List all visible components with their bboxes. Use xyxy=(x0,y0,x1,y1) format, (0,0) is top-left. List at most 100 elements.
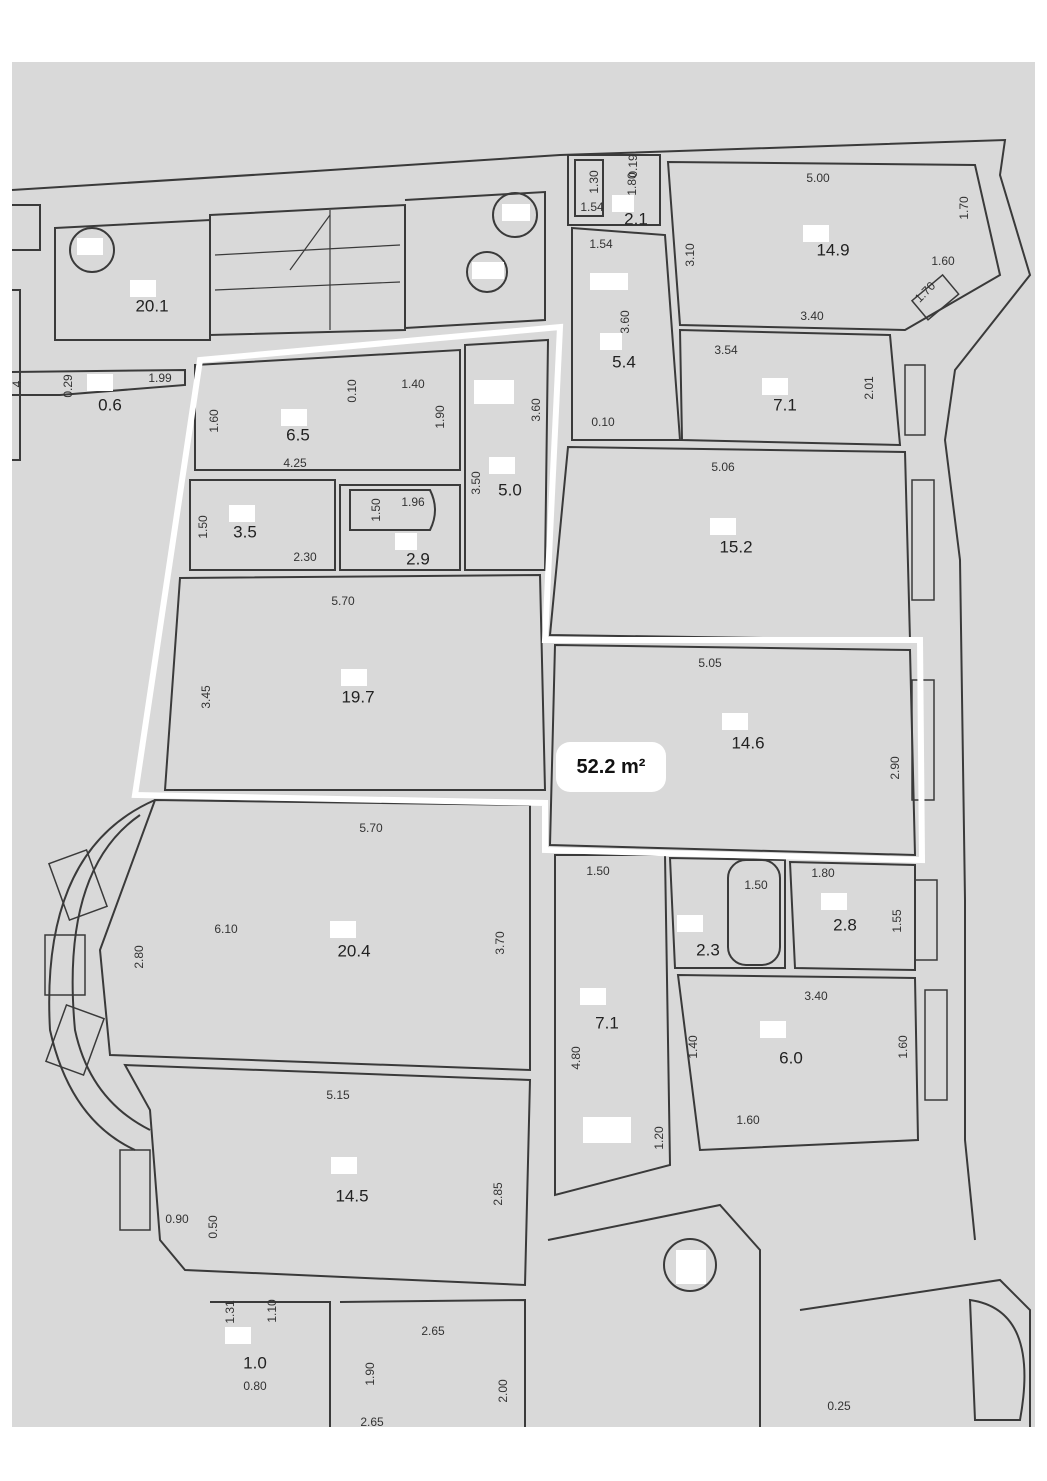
wall-room-14-6 xyxy=(548,643,917,857)
room-area-label: 0.6 xyxy=(98,395,122,415)
redaction-box xyxy=(130,280,156,297)
room-area-label: 7.1 xyxy=(595,1013,619,1033)
column-circle-4 xyxy=(663,1238,717,1292)
room-area-label: 20.1 xyxy=(135,296,169,316)
redaction-box xyxy=(590,273,628,290)
redaction-box xyxy=(87,374,113,391)
wall-bottom-right xyxy=(799,1278,1031,1427)
bathtub-2-3 xyxy=(727,859,781,966)
wall-room-5-0 xyxy=(464,338,550,571)
dimension-label: 5.06 xyxy=(711,460,735,474)
dimension-label: 3.60 xyxy=(529,398,543,422)
wall-room-5-4 xyxy=(571,226,682,441)
room-area-label: 19.7 xyxy=(341,687,375,707)
room-area-label: 14.5 xyxy=(335,1186,369,1206)
dimension-label: 1.70 xyxy=(957,196,971,220)
wall-room-14-9 xyxy=(666,160,1002,332)
dimension-label: 2.80 xyxy=(132,945,146,969)
dimension-label: 3.40 xyxy=(804,989,828,1003)
wall-room-14-5 xyxy=(123,1063,532,1287)
dimension-label: 2.85 xyxy=(491,1182,505,1206)
dimension-label: 1.60 xyxy=(736,1113,760,1127)
wall-room-7-1-top xyxy=(678,328,902,447)
dimension-label: 1.96 xyxy=(401,495,425,509)
dimension-label: 1.99 xyxy=(148,371,172,385)
column-circle-3 xyxy=(466,251,508,293)
room-area-label: 5.4 xyxy=(612,352,636,372)
dimension-label: 1.54 xyxy=(580,200,604,214)
redaction-box xyxy=(710,518,736,535)
room-area-label: 6.5 xyxy=(286,425,310,445)
wall-bay-arc-inner xyxy=(71,814,151,1131)
redaction-box xyxy=(474,380,514,404)
dimension-label: 0.10 xyxy=(345,379,359,403)
redaction-box xyxy=(803,225,829,242)
redaction-box xyxy=(229,505,255,522)
redaction-box xyxy=(760,1021,786,1038)
dimension-label: 1.90 xyxy=(433,405,447,429)
dimension-label: 1.30 xyxy=(587,170,601,194)
redaction-box xyxy=(676,1250,706,1284)
dimension-label: 0.90 xyxy=(165,1212,189,1226)
dimension-label: 1.10 xyxy=(265,1299,279,1323)
plan-paper xyxy=(12,62,1035,1427)
dimension-label: 1.60 xyxy=(931,254,955,268)
dimension-label: 6.10 xyxy=(214,922,238,936)
redaction-box xyxy=(762,378,788,395)
room-area-label: 2.8 xyxy=(833,915,857,935)
dimension-label: 1.80 xyxy=(625,172,639,196)
dimension-label: 5.15 xyxy=(326,1088,350,1102)
dimension-label: 1.55 xyxy=(890,909,904,933)
room-area-label: 3.5 xyxy=(233,522,257,542)
dimension-label: 1.40 xyxy=(401,377,425,391)
dimension-label: 5.70 xyxy=(359,821,383,835)
dimension-label: 0.10 xyxy=(591,415,615,429)
stair-treads xyxy=(214,210,401,330)
total-area-badge: 52.2 m² xyxy=(556,742,666,792)
window-marks xyxy=(44,273,960,1231)
dimension-label: 3.10 xyxy=(683,243,697,267)
wall-room-20-1 xyxy=(54,218,211,341)
dimension-label: 1.60 xyxy=(896,1035,910,1059)
outer-wall-top xyxy=(11,138,1032,1241)
room-area-label: 7.1 xyxy=(773,395,797,415)
dimension-label: 2.65 xyxy=(360,1415,384,1429)
dimension-label: 2.90 xyxy=(888,756,902,780)
redaction-box xyxy=(331,1157,357,1174)
redaction-box xyxy=(580,988,606,1005)
redaction-box xyxy=(281,409,307,426)
dimension-label: 5.70 xyxy=(331,594,355,608)
room-area-label: 5.0 xyxy=(498,480,522,500)
dimension-label: 3.50 xyxy=(469,471,483,495)
wall-left-annex xyxy=(12,289,21,461)
dimension-label: 1.20 xyxy=(652,1126,666,1150)
bathtub-2-9 xyxy=(349,489,436,531)
dimension-label: 2.00 xyxy=(496,1379,510,1403)
dimension-label: 2.01 xyxy=(862,376,876,400)
dimension-label: 4.25 xyxy=(283,456,307,470)
redaction-box xyxy=(583,1117,631,1143)
room-area-label: 14.9 xyxy=(816,240,850,260)
redaction-box xyxy=(600,333,622,350)
dimension-label: 3.45 xyxy=(199,685,213,709)
wall-room-6-5 xyxy=(194,348,461,471)
wall-bottom-room xyxy=(339,1298,526,1427)
dimension-label: 1.54 xyxy=(589,237,613,251)
redaction-box xyxy=(472,262,504,279)
dimension-label: 5.05 xyxy=(698,656,722,670)
wall-stairs xyxy=(209,203,406,337)
dimension-label: 1.40 xyxy=(686,1035,700,1059)
dimension-label: 3.70 xyxy=(493,931,507,955)
redaction-box xyxy=(395,533,417,550)
wall-room-1-0 xyxy=(210,1301,331,1427)
redaction-box xyxy=(722,713,748,730)
dimension-label: 1.50 xyxy=(744,878,768,892)
room-area-label: 2.9 xyxy=(406,549,430,569)
dimension-label: 2.30 xyxy=(293,550,317,564)
wall-room-2-1 xyxy=(567,154,661,226)
dimension-label: 0.29 xyxy=(61,374,75,398)
bathtub-2-1 xyxy=(574,159,604,217)
wall-room-20-4 xyxy=(98,798,531,1072)
room-area-label: 6.0 xyxy=(779,1048,803,1068)
redaction-box xyxy=(341,669,367,686)
